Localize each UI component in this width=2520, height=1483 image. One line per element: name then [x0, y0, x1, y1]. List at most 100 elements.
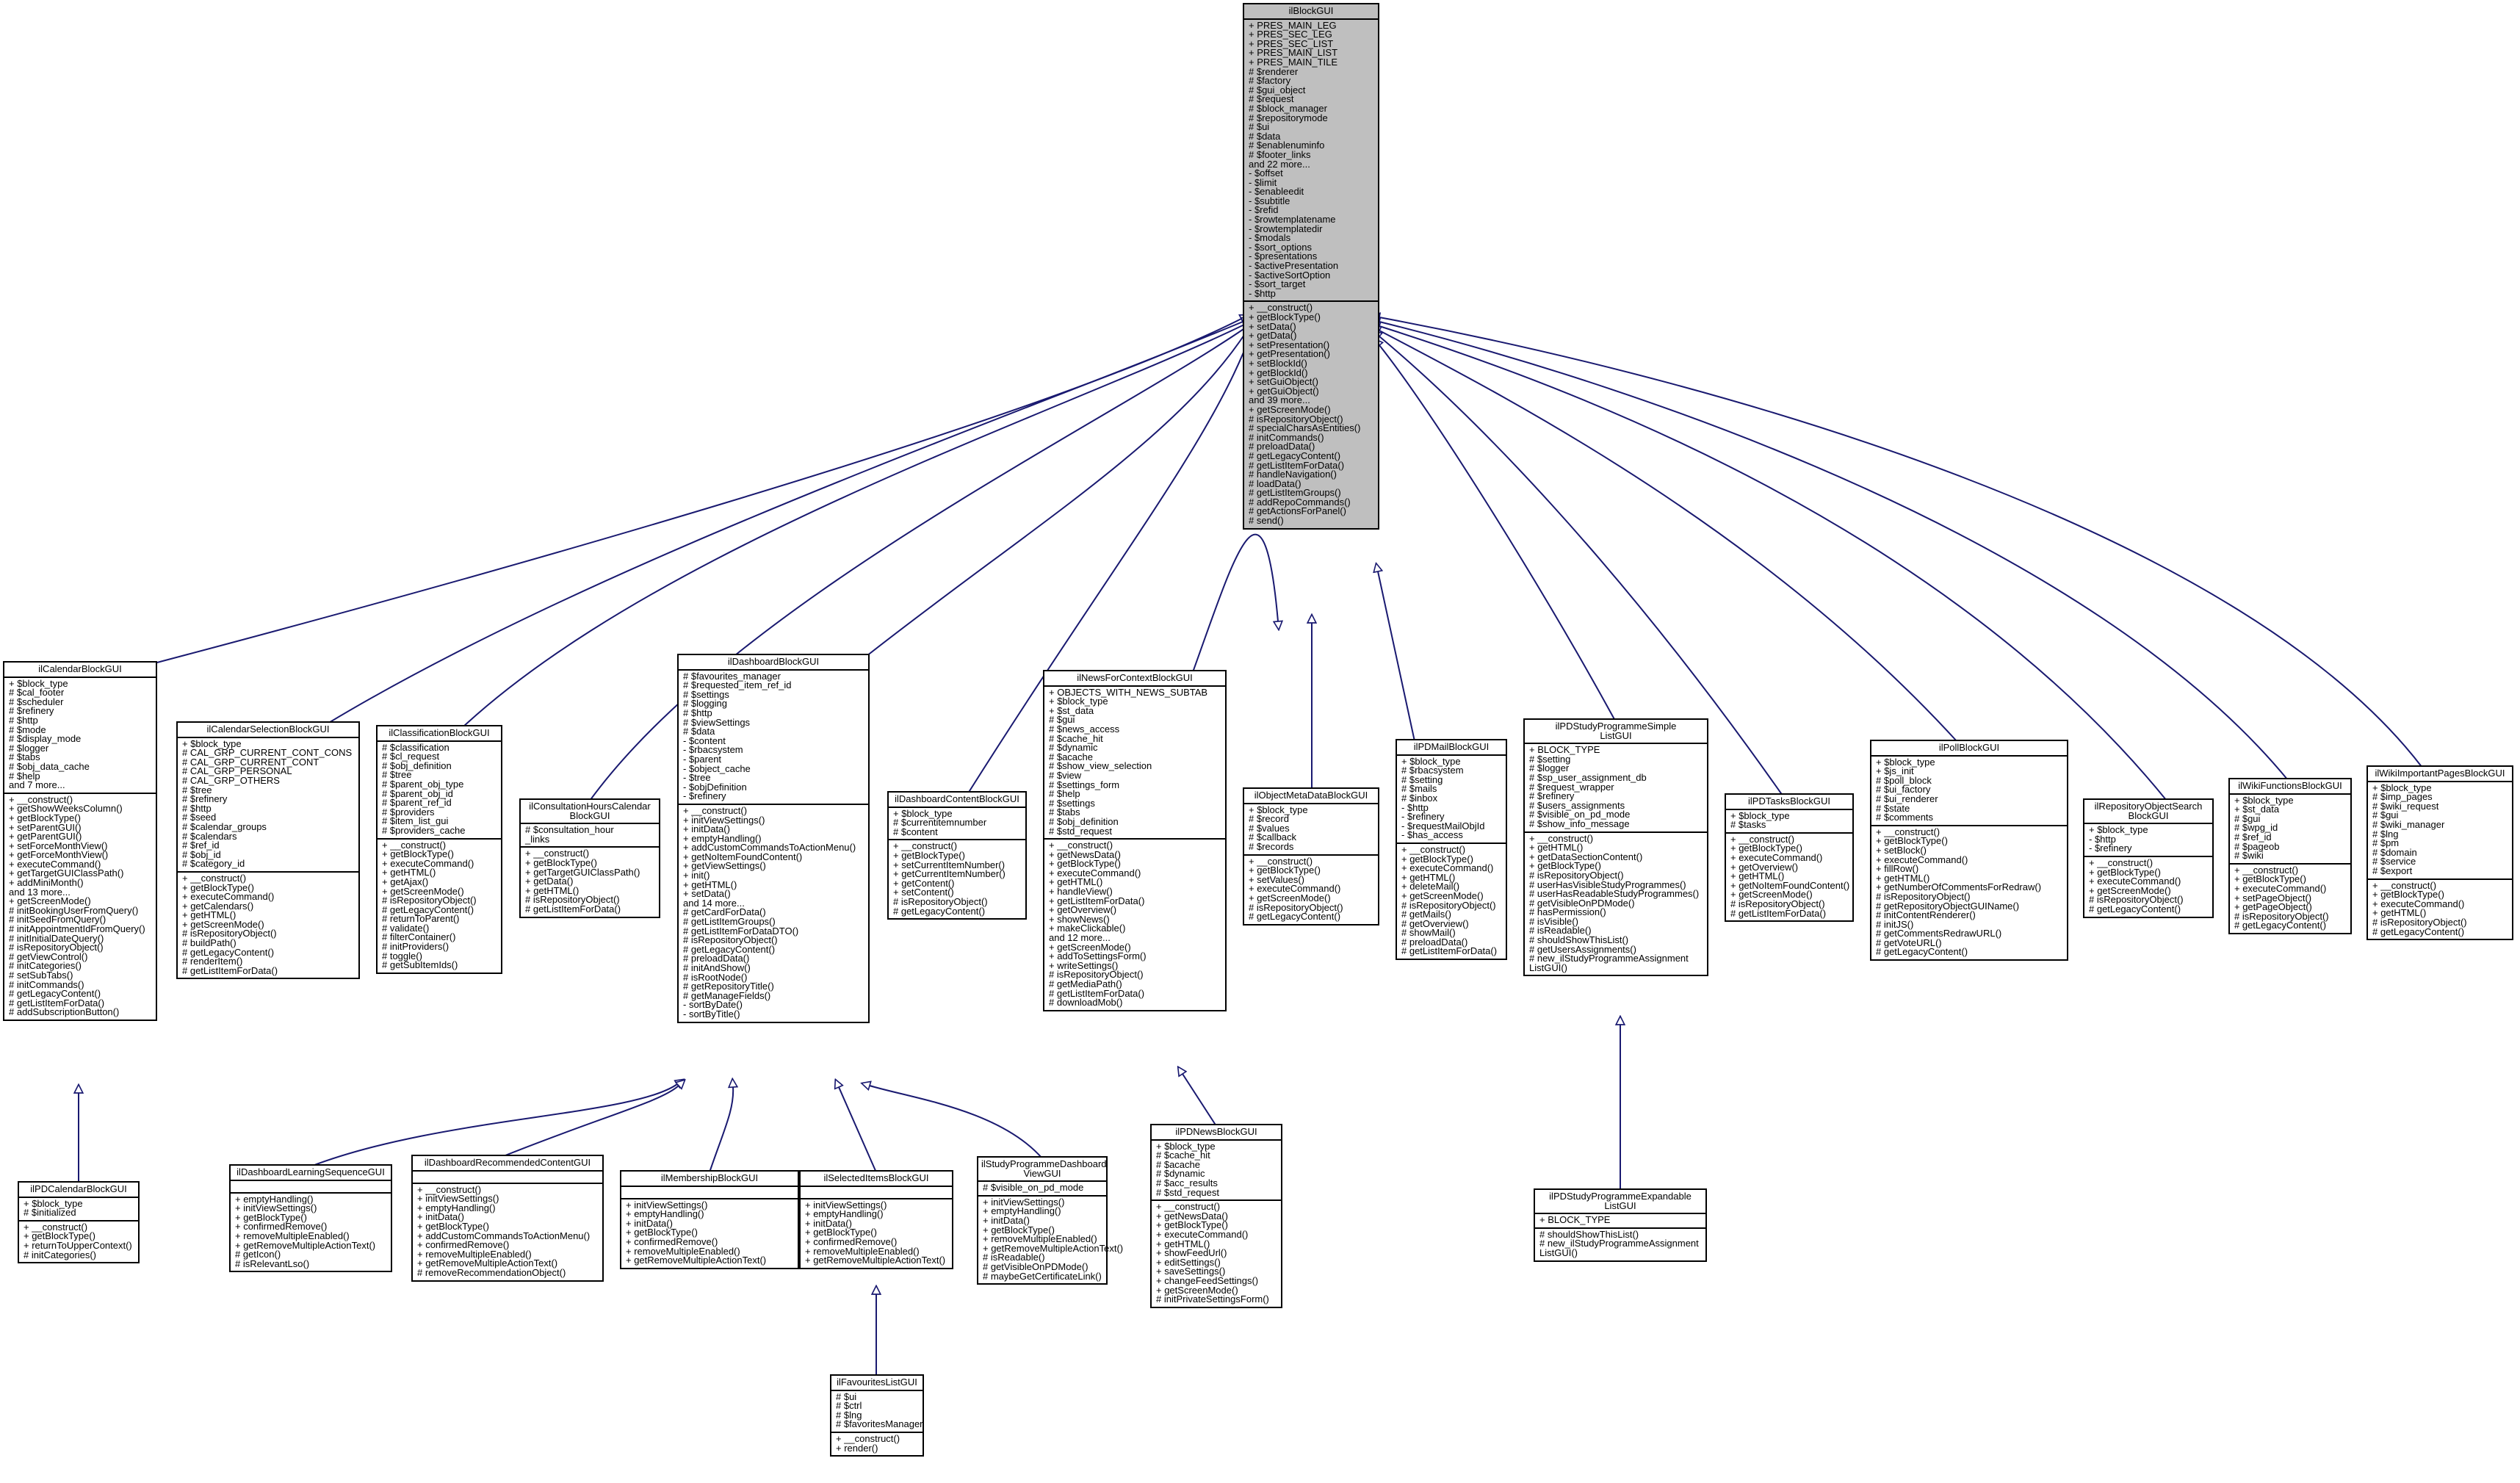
- attributes-section: # $favourites_manager# $requested_item_r…: [679, 671, 868, 805]
- method: # getIcon(): [235, 1249, 281, 1260]
- method: + getBlockType(): [1401, 853, 1473, 865]
- method: # new_ilStudyProgrammeAssignment: [1529, 953, 1689, 964]
- attribute: - $enableedit: [1249, 186, 1304, 198]
- method: + __construct(): [9, 793, 73, 805]
- class-name-line: ilCalendarSelectionBlockGUI: [206, 724, 330, 735]
- method: + setBlock(): [1876, 844, 1927, 856]
- edge-ilPDTasksBlockGUI-to-ilBlockGUI: [1379, 336, 1783, 796]
- edge-ilWikiFunctionsBlockGUI-to-ilBlockGUI: [1379, 322, 2289, 781]
- method: # getSubItemIds(): [382, 959, 458, 971]
- methods-section: # shouldShowThisList()# new_ilStudyProgr…: [1535, 1229, 1705, 1260]
- attribute: # $mails: [1401, 783, 1437, 795]
- method: # isRepositoryObject(): [1876, 890, 1971, 902]
- method: # isRepositoryObject(): [1730, 898, 1825, 909]
- attribute: # $dynamic: [1049, 742, 1098, 754]
- attributes-section: + $block_type# $record# $values# $callba…: [1244, 804, 1378, 856]
- method: + getBlockType(): [182, 881, 254, 893]
- method: + getViewSettings(): [683, 860, 766, 872]
- attribute: # $lng: [836, 1409, 862, 1421]
- method: + getBlockId(): [1249, 367, 1308, 378]
- attribute: # $visible_on_pd_mode: [983, 1182, 1084, 1194]
- edge-ilDashboardRecommendedContentGUI-to-ilDashboardBlockGUI: [501, 1086, 679, 1158]
- attribute: # $http: [683, 707, 712, 718]
- attribute: + $block_type: [1730, 809, 1790, 821]
- methods-section: + __construct()+ getBlockType()+ setData…: [1244, 302, 1378, 527]
- method: + initViewSettings(): [417, 1193, 499, 1205]
- attributes-section: [621, 1187, 798, 1199]
- method: + addCustomCommandsToActionMenu(): [417, 1230, 591, 1241]
- method: # initPrivateSettingsForm(): [1156, 1293, 1269, 1305]
- method: # hasPermission(): [1529, 906, 1606, 918]
- method: + __construct(): [1529, 832, 1594, 844]
- class-ilDashboardContentBlockGUI: ilDashboardContentBlockGUI+ $block_type#…: [887, 791, 1027, 920]
- method: # isRepositoryObject(): [1249, 901, 1343, 913]
- attribute: # $request_wrapper: [1529, 781, 1614, 793]
- attribute: # $category_id: [182, 858, 245, 870]
- class-ilPDMailBlockGUI: ilPDMailBlockGUI+ $block_type# $rbacsyst…: [1396, 739, 1507, 961]
- method: + getHTML(): [1049, 876, 1103, 888]
- method: + setGuiObject(): [1249, 376, 1319, 388]
- method: + emptyHandling(): [235, 1193, 314, 1205]
- method: # initJS(): [1876, 918, 1914, 930]
- method: + getHTML(): [1730, 870, 1785, 882]
- method: # initInitialDateQuery(): [9, 932, 104, 944]
- class-name-line: ilCalendarBlockGUI: [38, 663, 122, 674]
- attribute: # $news_access: [1049, 723, 1120, 735]
- attributes-section: + $block_type# $initialized: [19, 1198, 138, 1222]
- edge-ilSelectedItemsBlockGUI-to-ilDashboardBlockGUI: [839, 1087, 877, 1173]
- method: # addSubscriptionButton(): [9, 1006, 120, 1018]
- method: # getLegacyContent(): [2234, 920, 2327, 931]
- method: # initAppointmentIdFromQuery(): [9, 923, 145, 935]
- method: + getRemoveMultipleActionText(): [805, 1255, 946, 1266]
- method: # buildPath(): [182, 937, 237, 949]
- method: + initData(): [983, 1214, 1030, 1226]
- class-ilPDNewsBlockGUI: ilPDNewsBlockGUI+ $block_type# $cache_hi…: [1150, 1124, 1282, 1308]
- attribute: # $comments: [1876, 812, 1934, 823]
- attribute: + $block_type: [1156, 1140, 1216, 1152]
- attributes-section: # $visible_on_pd_mode: [978, 1182, 1106, 1197]
- method: + getContent(): [893, 877, 955, 889]
- method: # isRepositoryObject(): [2372, 916, 2467, 928]
- attribute: + PRES_MAIN_TILE: [1249, 56, 1338, 68]
- class-name-line: ilPollBlockGUI: [1938, 742, 2000, 753]
- method: + showNews(): [1049, 913, 1110, 925]
- method: + removeMultipleEnabled(): [417, 1248, 532, 1260]
- method: # initAndShow(): [683, 962, 751, 973]
- attribute: # $content: [893, 826, 938, 837]
- method: + makeClickable(): [1049, 923, 1126, 934]
- edge-ilClassificationBlockGUI-to-ilBlockGUI: [462, 325, 1244, 728]
- class-ilDashboardRecommendedContentGUI: ilDashboardRecommendedContentGUI+ __cons…: [411, 1155, 604, 1282]
- method: + executeCommand(): [1401, 862, 1494, 874]
- attribute: # $show_view_selection: [1049, 760, 1152, 772]
- method: + confirmedRemove(): [805, 1235, 898, 1247]
- method: # validate(): [382, 922, 430, 934]
- attribute: # $parent_obj_id: [382, 787, 453, 799]
- method: # getListItemGroups(): [683, 916, 776, 928]
- edge-ilPDNewsBlockGUI-to-ilNewsForContextBlockGUI: [1183, 1074, 1217, 1127]
- method: # initCategories(): [9, 960, 82, 972]
- methods-section: + __construct()+ getBlockType()+ setCurr…: [889, 840, 1025, 918]
- method: + executeCommand(): [182, 891, 275, 903]
- attribute: - $refinery: [1401, 811, 1445, 823]
- attribute: # $record: [1249, 813, 1289, 825]
- attribute: # $calendar_groups: [182, 820, 267, 832]
- attribute: + $block_type: [9, 677, 68, 689]
- method: + setPageObject(): [2234, 892, 2312, 903]
- class-name-line: ilObjectMetaDataBlockGUI: [1254, 790, 1368, 801]
- method: + __construct(): [2372, 879, 2437, 891]
- class-name-line: ilWikiFunctionsBlockGUI: [2238, 780, 2342, 791]
- attribute: # $cal_footer: [9, 687, 65, 699]
- method: + initData(): [683, 823, 730, 835]
- method: + confirmedRemove(): [417, 1239, 510, 1251]
- attribute: # $tree: [382, 769, 412, 781]
- attribute: # $imp_pages: [2372, 791, 2433, 803]
- methods-section: + __construct()+ getNewsData()+ getBlock…: [1152, 1201, 1281, 1307]
- attribute: # $parent_obj_type: [382, 778, 464, 790]
- method: + removeMultipleEnabled(): [983, 1233, 1097, 1245]
- edge-ilConsultationHoursCalendarBlockGUI-to-ilBlockGUI: [589, 328, 1246, 801]
- method: + getBlockType(): [417, 1220, 489, 1232]
- attribute: + OBJECTS_WITH_NEWS_SUBTAB: [1049, 686, 1208, 698]
